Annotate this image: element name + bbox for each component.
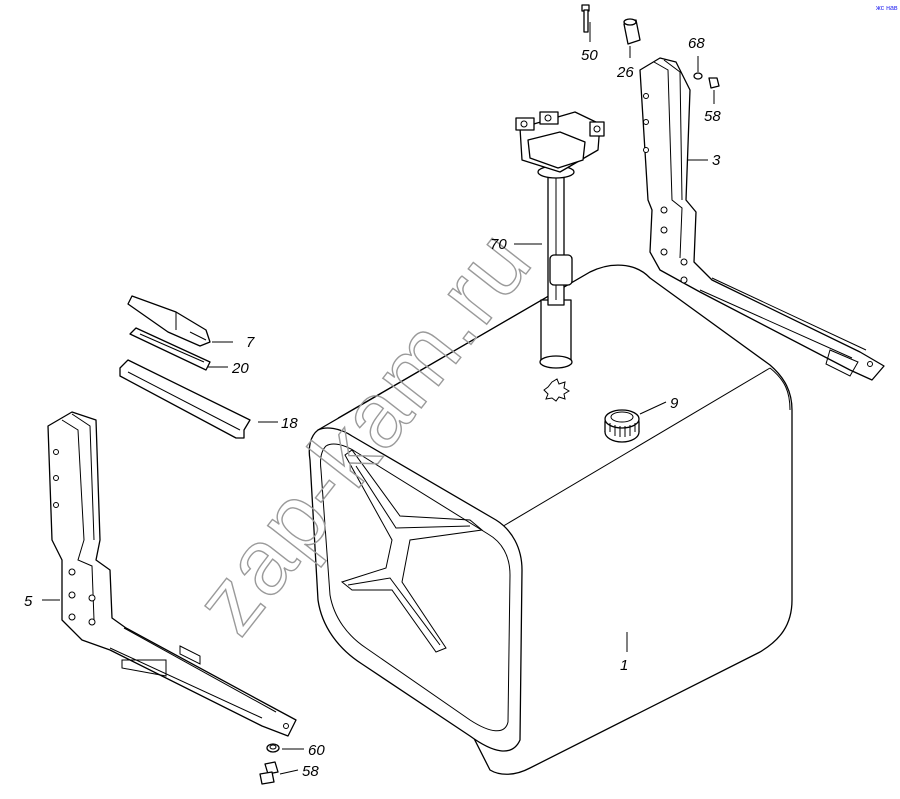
callout-9: 9	[670, 395, 679, 412]
bracket-right	[639, 57, 885, 381]
callout-68: 68	[688, 35, 705, 52]
callout-18: 18	[281, 415, 298, 432]
bolt-50	[581, 4, 590, 33]
nut-58-top	[708, 77, 720, 89]
clamp-strap	[127, 295, 211, 347]
support-pad	[119, 359, 251, 439]
callout-60: 60	[308, 742, 325, 759]
callout-50: 50	[581, 47, 598, 64]
corner-mark: жс нав	[876, 5, 898, 12]
bushing-26	[623, 18, 641, 45]
callout-58-top: 58	[704, 108, 721, 125]
callout-7: 7	[246, 334, 255, 351]
callout-20: 20	[231, 360, 249, 377]
nut-58-bottom	[259, 761, 279, 785]
fuel-level-sender	[515, 111, 605, 369]
washer-68	[693, 72, 703, 80]
filler-cap	[604, 409, 640, 443]
callout-labels: 50 26 68 58 3 70 7 20 18 9 5 1 60 58	[24, 35, 721, 780]
washer-60	[266, 743, 280, 753]
rubber-pad-strip	[129, 327, 211, 371]
callout-1: 1	[620, 657, 628, 674]
callout-58-bottom: 58	[302, 763, 319, 780]
bracket-left	[47, 411, 297, 737]
callout-70: 70	[490, 236, 507, 253]
callout-26: 26	[616, 64, 634, 81]
leader-lines	[42, 22, 715, 775]
callout-5: 5	[24, 593, 33, 610]
callout-3: 3	[712, 152, 721, 169]
fuel-tank	[308, 264, 793, 775]
